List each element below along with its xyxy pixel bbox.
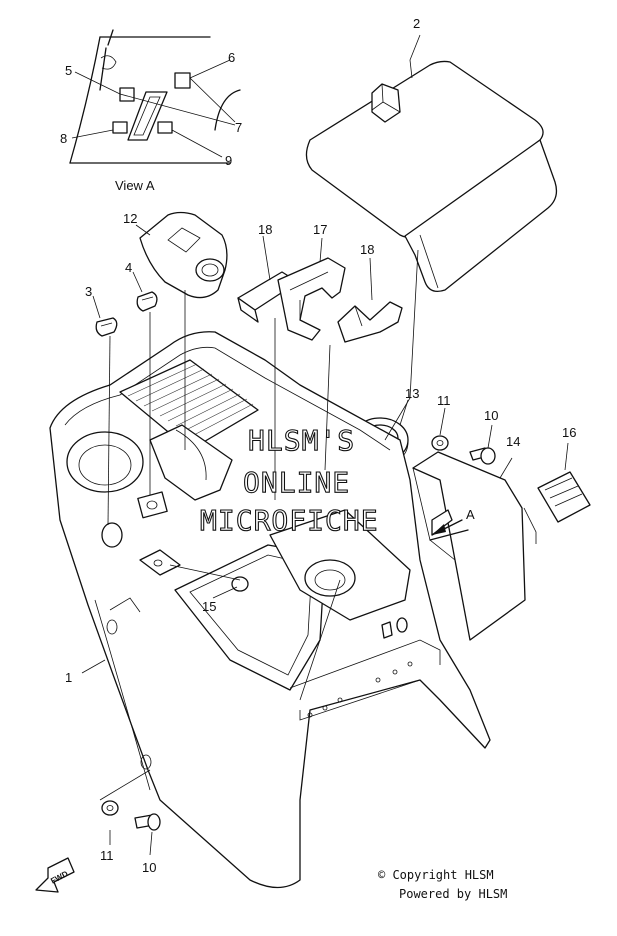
callout-11-lower: 11 — [100, 848, 114, 863]
part-1-console — [49, 331, 491, 889]
callout-6: 6 — [228, 50, 235, 65]
part-12-cover — [139, 211, 228, 299]
view-a-caption: View A — [115, 178, 155, 193]
watermark-line-1: HLSM'S — [248, 424, 355, 457]
callout-13: 13 — [405, 386, 419, 401]
view-a-inset: View A — [69, 29, 241, 193]
part-11-washer-upper — [431, 435, 449, 451]
callout-18-left: 18 — [258, 222, 272, 237]
callout-17: 17 — [313, 222, 327, 237]
watermark-line-2: ONLINE — [243, 466, 350, 499]
part-3-grommet — [95, 317, 118, 337]
callout-labels: 2 5 6 7 8 9 12 4 3 18 17 18 13 11 10 14 … — [60, 16, 576, 875]
footer: © Copyright HLSM Powered by HLSM — [378, 868, 507, 901]
part-17-bracket — [277, 257, 346, 341]
fwd-arrow: FWD — [35, 857, 75, 893]
square-pad-9 — [157, 121, 173, 134]
watermark-line-3: MICROFICHE — [200, 504, 379, 537]
callout-11-upper: 11 — [437, 393, 451, 408]
callout-9: 9 — [225, 153, 232, 168]
square-pad-6 — [174, 72, 191, 89]
callout-12: 12 — [123, 211, 137, 226]
arrow-a-label: A — [466, 507, 475, 522]
callout-4: 4 — [125, 260, 132, 275]
leader-lines — [71, 34, 569, 856]
callout-18-right: 18 — [360, 242, 374, 257]
powered-by-text: Powered by HLSM — [399, 887, 507, 901]
callout-8: 8 — [60, 131, 67, 146]
watermark: HLSM'S ONLINE MICROFICHE — [199, 423, 379, 537]
callout-5: 5 — [65, 63, 72, 78]
callout-10-upper: 10 — [484, 408, 498, 423]
square-pad-5 — [119, 87, 135, 102]
part-16-pad — [523, 471, 591, 544]
callout-7: 7 — [235, 120, 242, 135]
square-pad-8 — [112, 121, 128, 134]
callout-14: 14 — [506, 434, 520, 449]
view-a-arrow: A — [431, 507, 475, 536]
part-14-side-panel — [412, 451, 526, 641]
part-11-washer-lower — [101, 800, 119, 816]
part-10-screw-lower — [134, 813, 161, 831]
callout-10-lower: 10 — [142, 860, 156, 875]
copyright-text: © Copyright HLSM — [378, 868, 494, 882]
part-2-lid — [305, 60, 558, 293]
part-4-grommet — [136, 291, 158, 312]
part-10-screw-upper — [469, 447, 496, 465]
callout-3: 3 — [85, 284, 92, 299]
callout-15: 15 — [202, 599, 216, 614]
part-18-pad-right — [337, 301, 403, 343]
callout-16: 16 — [562, 425, 576, 440]
callout-2: 2 — [413, 16, 420, 31]
callout-1: 1 — [65, 670, 72, 685]
